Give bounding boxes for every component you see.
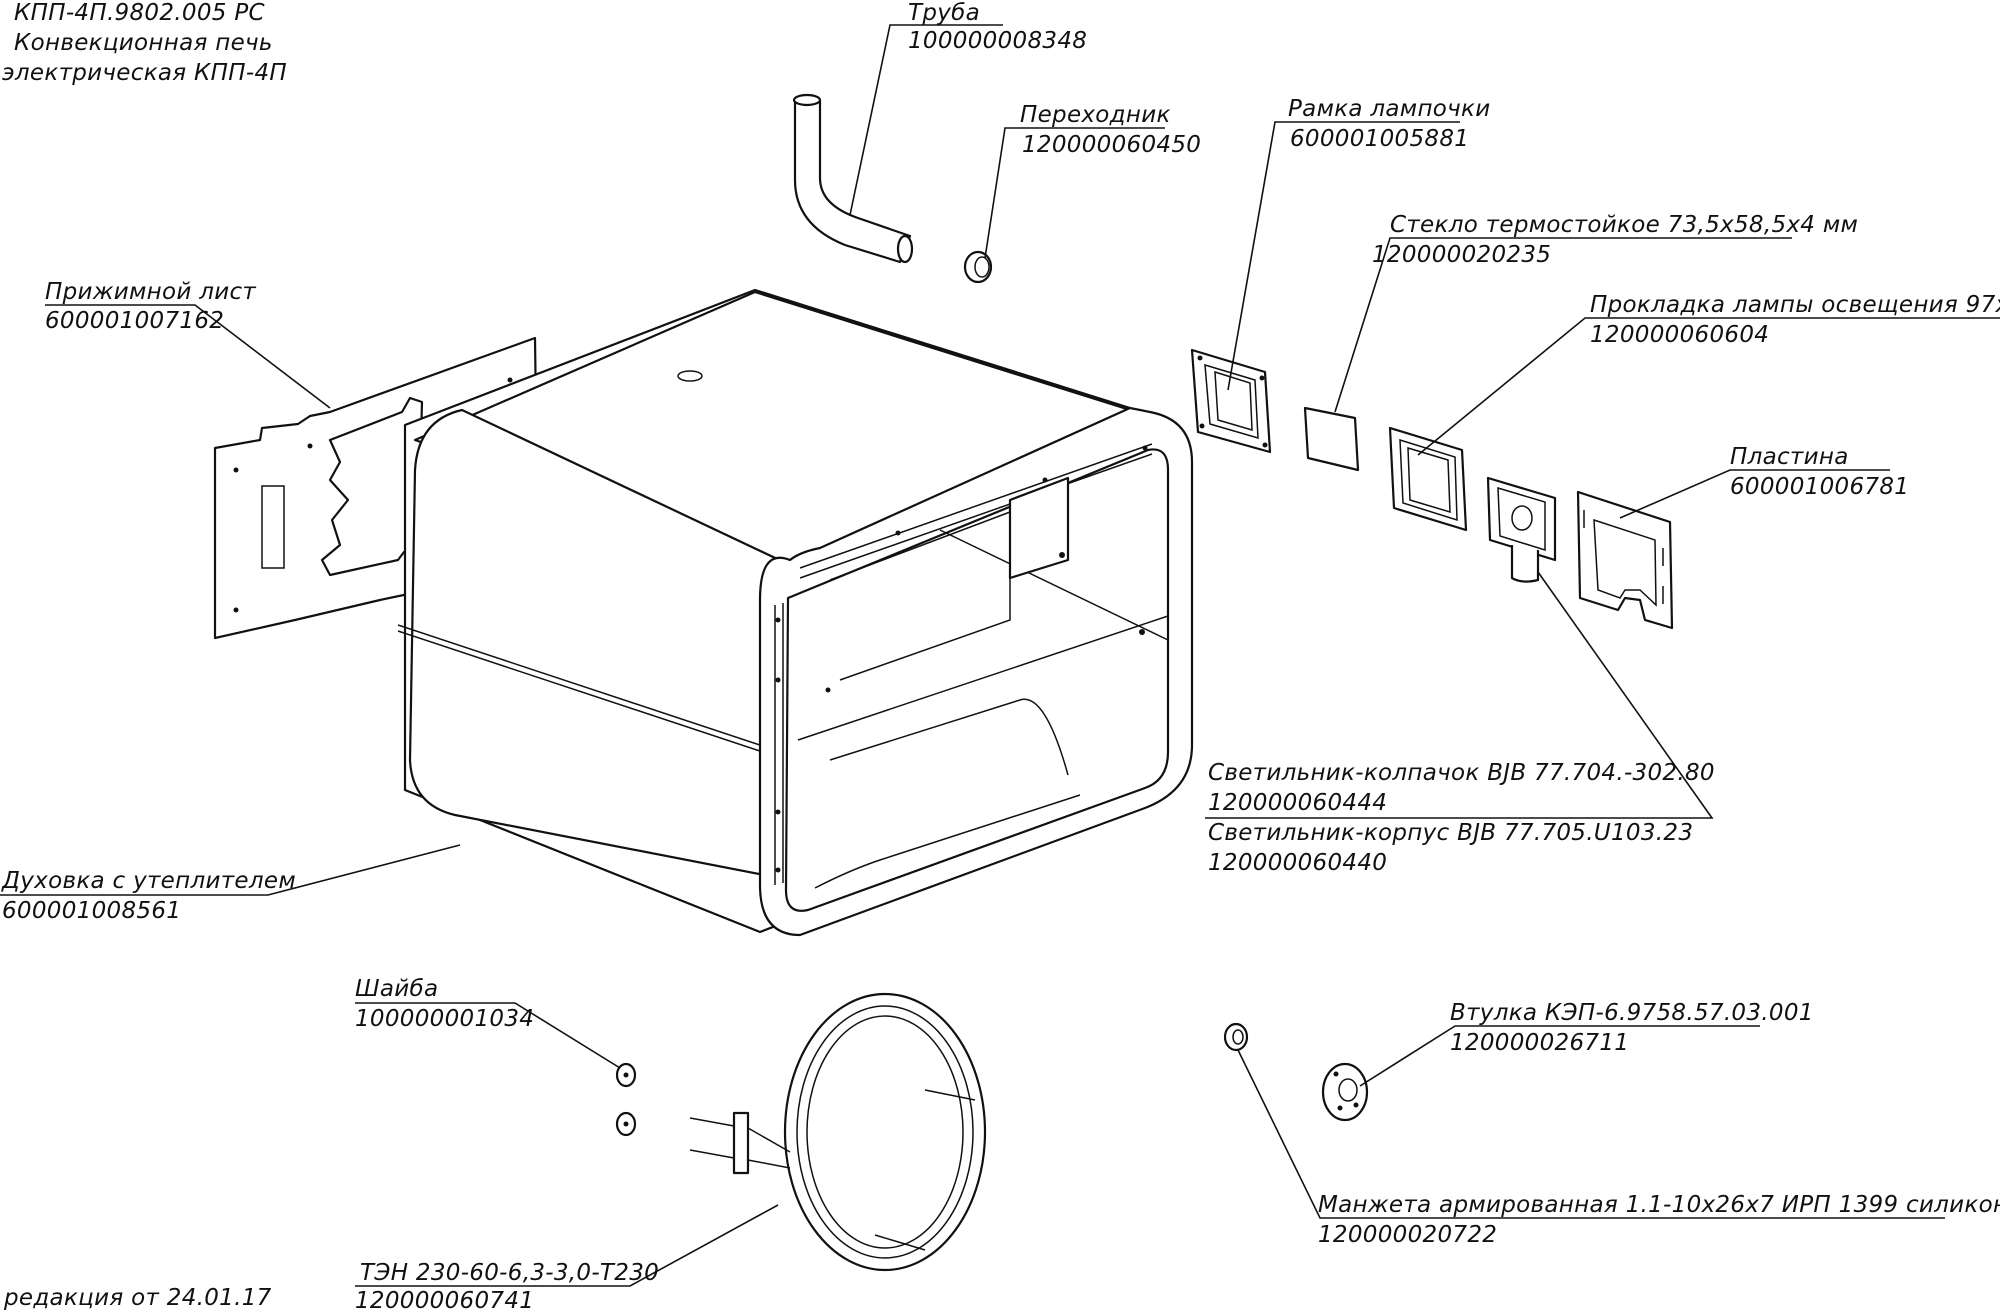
callout-pipe-code: 100000008348 — [908, 28, 1087, 54]
plate-part — [1576, 490, 1674, 630]
callout-lamp-body: Светильник-корпус BJB 77.705.U103.23 120… — [1208, 820, 1693, 876]
document-code: КПП-4П.9802.005 РС — [14, 0, 265, 26]
cuff-part — [1223, 1022, 1249, 1052]
pipe-part — [792, 93, 914, 264]
callout-pipe-name: Труба — [908, 0, 980, 26]
callout-cuff-code: 120000020722 — [1318, 1222, 1497, 1248]
heater-part — [689, 992, 987, 1272]
callout-lamp-frame-code: 600001005881 — [1290, 126, 1469, 152]
revision-note: редакция от 24.01.17 — [3, 1285, 272, 1311]
callout-lamp-cap-code: 120000060444 — [1208, 790, 1387, 816]
adapter-part — [963, 250, 993, 284]
callout-bushing-code: 120000026711 — [1450, 1030, 1629, 1056]
callout-plate: Пластина 600001006781 — [1730, 444, 1909, 500]
lamp-frame-part — [1190, 348, 1272, 454]
callout-washer: Шайба 100000001034 — [355, 976, 534, 1032]
callout-cuff: Манжета армированная 1.1-10х26х7 ИРП 139… — [1318, 1192, 2000, 1248]
callout-heater-name: ТЭН 230-60-6,3-3,0-Т230 — [360, 1260, 659, 1286]
callout-plate-name: Пластина — [1730, 444, 1849, 470]
callout-lamp-cap-name: Светильник-колпачок BJB 77.704.-302.80 — [1208, 760, 1715, 786]
document-title-line-1: Конвекционная печь — [14, 30, 273, 56]
callout-adapter-name: Переходник — [1020, 102, 1171, 128]
title-block: КПП-4П.9802.005 РС Конвекционная печь эл… — [2, 0, 287, 86]
oven-body-part — [397, 288, 1194, 937]
document-title-line-2: электрическая КПП-4П — [2, 60, 287, 86]
lamp-gasket-part — [1388, 426, 1468, 532]
callout-lamp-cap: Светильник-колпачок BJB 77.704.-302.80 1… — [1208, 760, 1715, 816]
callout-bushing-name: Втулка КЭП-6.9758.57.03.001 — [1450, 1000, 1814, 1026]
callout-oven-name: Духовка с утеплителем — [1, 868, 296, 894]
callout-glass-code: 120000020235 — [1372, 242, 1551, 268]
callout-glass: Стекло термостойкое 73,5х58,5х4 мм 12000… — [1372, 212, 1858, 268]
callout-adapter-code: 120000060450 — [1022, 132, 1201, 158]
callout-pressure-sheet: Прижимной лист 600001007162 — [45, 279, 256, 334]
washer-parts — [615, 1062, 637, 1137]
callout-oven-code: 600001008561 — [2, 898, 181, 924]
lamp-assembly-part — [1486, 476, 1557, 583]
callout-adapter: Переходник 120000060450 — [1020, 102, 1201, 158]
callout-lamp-gasket-code: 120000060604 — [1590, 322, 1769, 348]
callout-lamp-gasket: Прокладка лампы освещения 97х82 мм 12000… — [1590, 292, 2000, 348]
callout-lamp-body-code: 120000060440 — [1208, 850, 1387, 876]
leader-lines — [0, 24, 2000, 1287]
callout-heater: ТЭН 230-60-6,3-3,0-Т230 120000060741 — [355, 1260, 659, 1313]
callout-washer-name: Шайба — [355, 976, 438, 1002]
callout-lamp-body-name: Светильник-корпус BJB 77.705.U103.23 — [1208, 820, 1693, 846]
glass-part — [1303, 406, 1360, 472]
callout-pipe: Труба 100000008348 — [908, 0, 1087, 54]
callout-pressure-sheet-code: 600001007162 — [45, 308, 224, 334]
callout-oven: Духовка с утеплителем 600001008561 — [1, 868, 296, 924]
callout-lamp-frame-name: Рамка лампочки — [1288, 96, 1491, 122]
callout-washer-code: 100000001034 — [355, 1006, 534, 1032]
callout-lamp-frame: Рамка лампочки 600001005881 — [1288, 96, 1491, 152]
callout-pressure-sheet-name: Прижимной лист — [45, 279, 256, 305]
callout-bushing: Втулка КЭП-6.9758.57.03.001 120000026711 — [1450, 1000, 1814, 1056]
bushing-part — [1321, 1062, 1369, 1122]
callout-lamp-gasket-name: Прокладка лампы освещения 97х82 мм — [1590, 292, 2000, 318]
callout-glass-name: Стекло термостойкое 73,5х58,5х4 мм — [1390, 212, 1858, 238]
callout-heater-code: 120000060741 — [355, 1288, 534, 1313]
callout-plate-code: 600001006781 — [1730, 474, 1909, 500]
callout-cuff-name: Манжета армированная 1.1-10х26х7 ИРП 139… — [1318, 1192, 2000, 1218]
